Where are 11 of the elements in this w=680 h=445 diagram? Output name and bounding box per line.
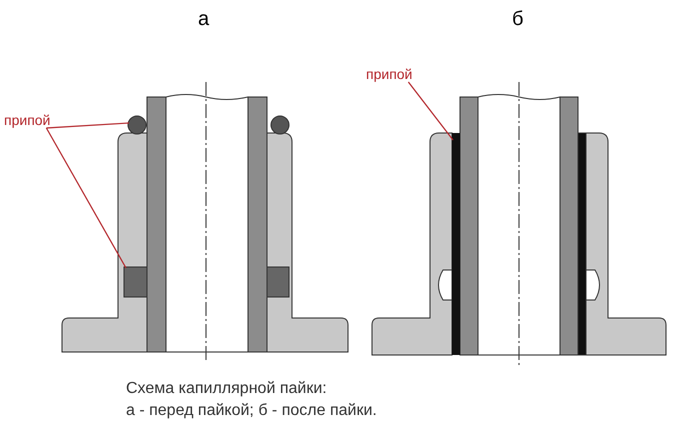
callout-label: припой <box>366 66 412 82</box>
solder-insert <box>124 266 148 298</box>
panel-letter: б <box>512 8 524 31</box>
caption: Схема капиллярной пайки: а - перед пайкой; б - после пайки. <box>126 379 377 421</box>
solder-ring <box>128 116 146 134</box>
leader-line <box>46 122 130 129</box>
leader-line <box>408 82 454 140</box>
callout-label: припой <box>4 112 50 128</box>
panel-letter: а <box>198 8 210 31</box>
solder-layer <box>452 133 460 355</box>
leader-line <box>46 128 127 268</box>
